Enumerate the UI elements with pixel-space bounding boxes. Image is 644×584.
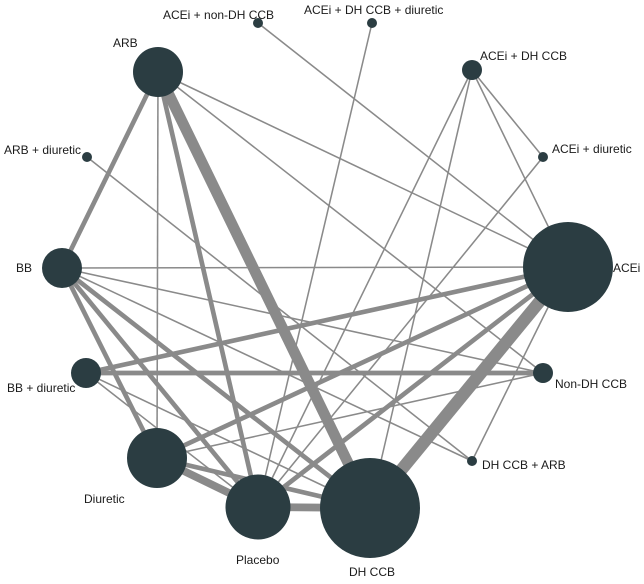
edge-bb-to-acei xyxy=(61,266,569,269)
edge-acei-diuretic-to-placebo xyxy=(257,156,544,508)
edge-arb-to-diuretic xyxy=(156,71,159,459)
edge-diuretic-to-nondhccb xyxy=(156,372,544,459)
label-acei: ACEi xyxy=(613,261,640,275)
label-acei-dhccb-diuretic: ACEi + DH CCB + diuretic xyxy=(304,3,443,17)
edge-arb-to-dhccb xyxy=(153,69,375,511)
label-acei-dhccb: ACEi + DH CCB xyxy=(480,49,567,63)
node-dhccb-arb xyxy=(467,456,477,466)
edge-bb-to-dhccb xyxy=(60,266,372,510)
node-acei xyxy=(523,222,613,312)
edge-arb-to-bb xyxy=(59,70,161,270)
node-acei-nondhccb xyxy=(253,18,263,28)
edge-bb-diuretic-to-dhccb xyxy=(85,372,371,509)
edge-bb-to-nondhccb xyxy=(61,267,544,374)
nodes-layer xyxy=(42,18,613,558)
label-bb: BB xyxy=(16,261,32,275)
node-acei-diuretic xyxy=(538,152,548,162)
edge-bb-to-dhccb-arb xyxy=(61,267,473,462)
label-bb-diuretic: BB + diuretic xyxy=(7,381,75,395)
edges-layer xyxy=(59,22,573,512)
label-acei-nondhccb: ACEi + non-DH CCB xyxy=(163,8,274,22)
node-acei-dhccb-diuretic xyxy=(367,18,377,28)
edge-acei-dhccb-to-dhccb xyxy=(369,69,473,509)
edge-bb-to-placebo xyxy=(60,266,260,509)
edge-bb-diuretic-to-acei xyxy=(85,264,569,376)
node-bb-diuretic xyxy=(71,358,101,388)
node-arb-diuretic xyxy=(82,152,92,162)
label-arb-diuretic: ARB + diuretic xyxy=(4,143,81,157)
node-bb xyxy=(42,248,82,288)
node-arb xyxy=(133,47,183,97)
edge-arb-to-placebo xyxy=(155,71,261,508)
edge-acei-nondhccb-to-acei xyxy=(257,22,569,268)
node-placebo xyxy=(225,474,291,540)
label-dhccb-arb: DH CCB + ARB xyxy=(482,458,566,472)
labels-layer: ACEi + non-DH CCB ACEi + DH CCB + diuret… xyxy=(4,3,640,579)
label-placebo: Placebo xyxy=(236,553,280,567)
label-diuretic: Diuretic xyxy=(84,492,125,506)
edge-acei-dhccb-diuretic-to-placebo xyxy=(257,22,373,508)
edge-placebo-to-acei xyxy=(256,265,570,509)
edge-arb-to-acei xyxy=(157,71,569,268)
edge-diuretic-to-acei xyxy=(156,264,569,461)
label-nondhccb: Non-DH CCB xyxy=(555,377,627,391)
label-arb: ARB xyxy=(113,36,138,50)
label-acei-diuretic: ACEi + diuretic xyxy=(552,142,632,156)
node-acei-dhccb xyxy=(462,60,482,80)
edge-dhccb-to-acei xyxy=(365,263,573,512)
label-dhccb: DH CCB xyxy=(349,565,395,579)
node-nondhccb xyxy=(533,363,553,383)
edge-bb-to-diuretic xyxy=(59,266,160,460)
node-dhccb xyxy=(320,458,420,558)
edge-acei-dhccb-to-acei-diuretic xyxy=(471,69,544,158)
edge-arb-diuretic-to-dhccb-arb xyxy=(86,156,473,462)
node-diuretic xyxy=(127,428,187,488)
edge-arb-to-nondhccb xyxy=(157,71,544,374)
edge-acei-dhccb-to-placebo xyxy=(257,69,473,508)
